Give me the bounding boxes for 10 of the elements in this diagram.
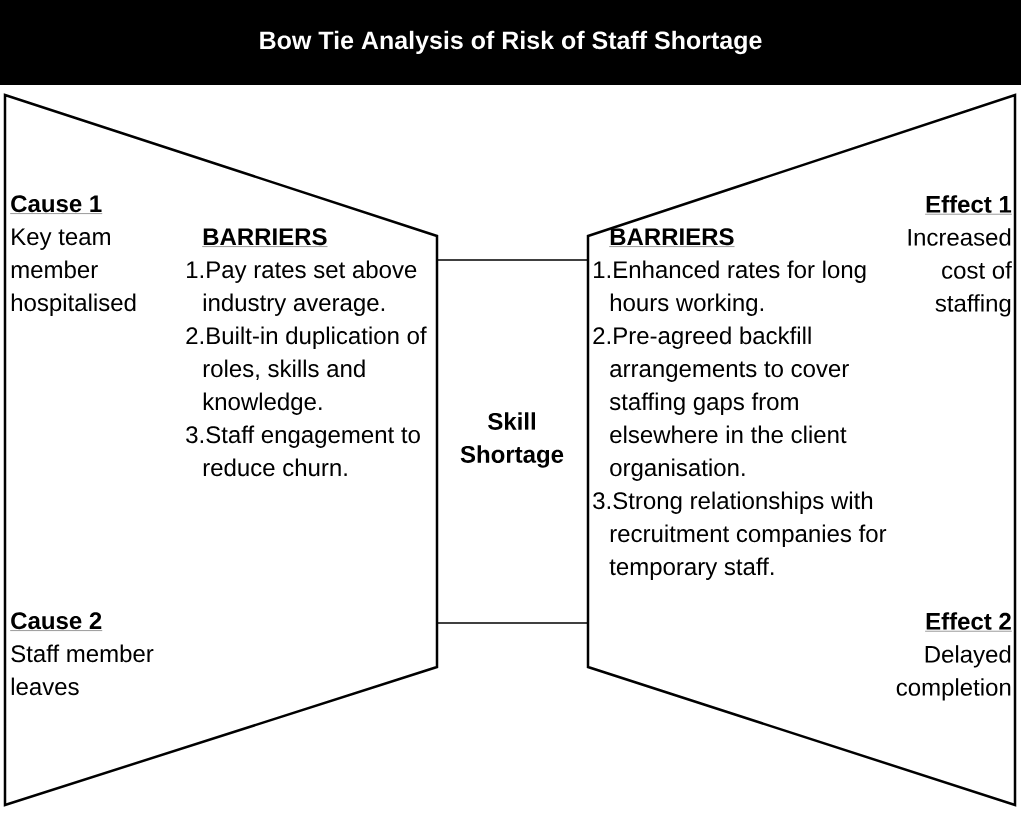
title-bar: Bow Tie Analysis of Risk of Staff Shortage — [0, 0, 1021, 85]
cause-text: Cause 1 Key team member hospitalised — [10, 195, 136, 316]
bow-tie-half — [586, 93, 1017, 807]
barrier-list: BARRIERS 1.Pay rates set above industry average. 2.Built-in duplication of roles, skills and knowledge. 3.Staff engagement to reduce churn. — [186, 228, 427, 477]
cause-text: Cause 2 Staff member leaves — [10, 612, 154, 696]
effect-text: Effect 2 Delayed completion — [896, 612, 1012, 701]
risk-event-box: Skill Shortage — [436, 259, 589, 624]
effect-text: Effect 1 Increased cost of staffing — [908, 195, 1012, 317]
bow-tie-half — [3, 93, 439, 807]
barrier-list: BARRIERS 1.Enhanced rates for long hours working. 2.Pre-agreed backfill arrangements to cover staffing gaps from elsewhere in the client organisation. 3.Strong relationships with recruitment companies for temporary staff. — [593, 228, 887, 580]
